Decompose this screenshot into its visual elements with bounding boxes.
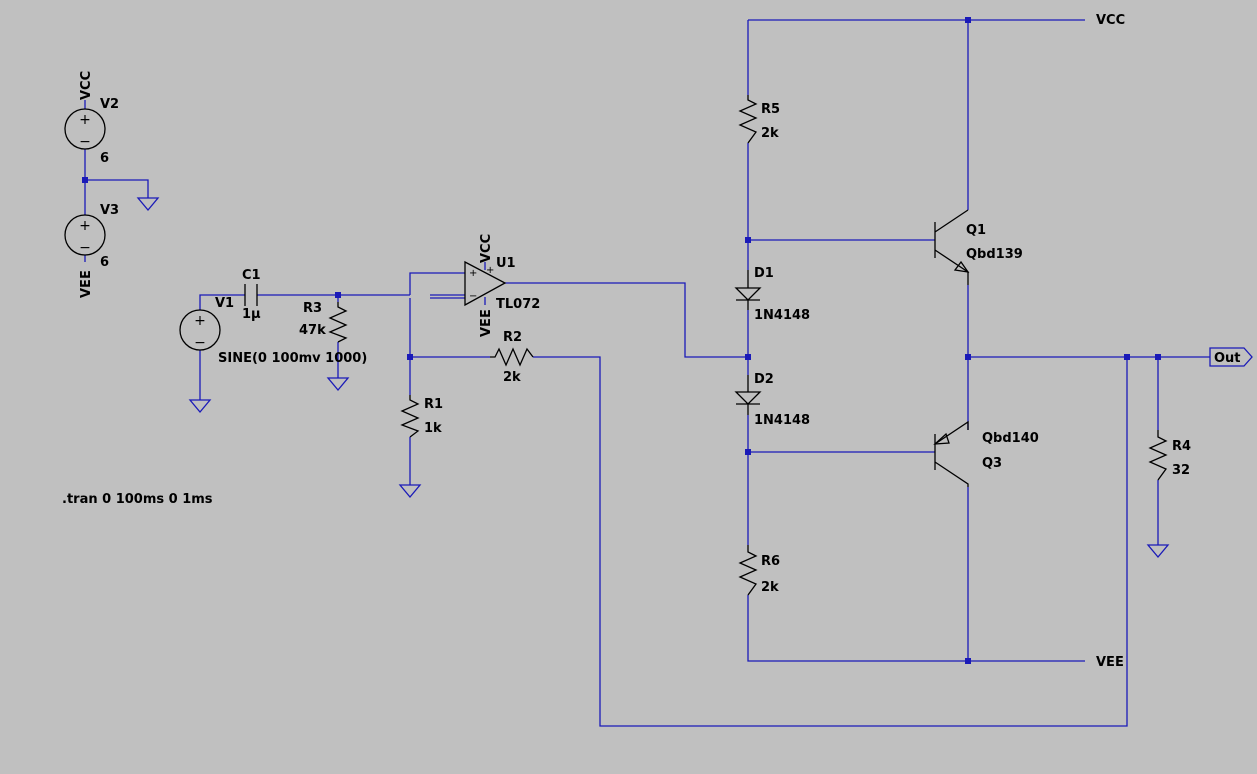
r1-ref: R1 [424, 397, 443, 412]
diode-d2[interactable]: D2 1N4148 [734, 372, 810, 428]
svg-text:+: + [194, 313, 206, 329]
d1-value: 1N4148 [754, 308, 810, 323]
resistor-r6[interactable]: R6 2k [738, 545, 780, 596]
v2-value: 6 [100, 151, 109, 166]
svg-text:+: + [486, 265, 494, 276]
resistor-r4[interactable]: R4 32 [1148, 430, 1191, 481]
transistor-q3[interactable]: Qbd140 Q3 [933, 420, 1039, 487]
r5-value: 2k [761, 126, 779, 141]
d1-ref: D1 [754, 266, 774, 281]
v3-ref: V3 [100, 203, 119, 218]
svg-text:−: − [79, 134, 91, 150]
q1-ref: Q1 [966, 223, 986, 238]
v3-net-label: VEE [79, 270, 94, 298]
v1-ref: V1 [215, 296, 234, 311]
resistor-r5[interactable]: R5 2k [738, 95, 780, 144]
svg-text:+: + [469, 268, 477, 279]
q3-value: Qbd140 [982, 431, 1039, 446]
r4-ref: R4 [1172, 439, 1191, 454]
q1-value: Qbd139 [966, 247, 1023, 262]
v2-ref: V2 [100, 97, 119, 112]
u1-ref: U1 [496, 256, 516, 271]
transistor-q1[interactable]: Q1 Qbd139 [934, 209, 1023, 285]
r3-ref: R3 [303, 301, 322, 316]
svg-text:+: + [79, 218, 91, 234]
c1-ref: C1 [242, 268, 261, 283]
u1-vcc-label: VCC [479, 234, 494, 263]
diode-d1[interactable]: D1 1N4148 [734, 266, 810, 323]
ground-symbols [136, 197, 1170, 559]
r2-ref: R2 [503, 330, 522, 345]
svg-text:−: − [79, 240, 91, 256]
out-port[interactable]: Out [1209, 347, 1253, 367]
opamp-u1[interactable]: − + + U1 TL072 VCC VEE [464, 234, 540, 337]
c1-value: 1µ [242, 307, 261, 322]
r1-value: 1k [424, 421, 442, 436]
vcc-net-label: VCC [1096, 13, 1125, 28]
v3-value: 6 [100, 255, 109, 270]
r6-ref: R6 [761, 554, 780, 569]
net-labels: VCC VEE Out [1096, 13, 1253, 670]
q3-ref: Q3 [982, 456, 1002, 471]
voltage-source-v3[interactable]: + − V3 6 VEE [64, 203, 119, 298]
resistor-r3[interactable]: R3 47k [299, 301, 348, 343]
r6-value: 2k [761, 580, 779, 595]
voltage-source-v1[interactable]: + − V1 SINE(0 100mv 1000) [179, 296, 367, 366]
vee-net-label: VEE [1096, 655, 1124, 670]
resistor-r1[interactable]: R1 1k [400, 395, 443, 438]
junctions [82, 17, 1161, 664]
r5-ref: R5 [761, 102, 780, 117]
wires [84, 19, 1210, 727]
spice-directive[interactable]: .tran 0 100ms 0 1ms [62, 492, 213, 507]
u1-value: TL072 [496, 297, 540, 312]
resistor-r2[interactable]: R2 2k [490, 330, 534, 385]
u1-vee-label: VEE [479, 309, 494, 337]
voltage-source-v2[interactable]: + − V2 6 VCC [64, 71, 119, 166]
r3-value: 47k [299, 323, 326, 338]
v2-net-label: VCC [79, 71, 94, 100]
out-net-label: Out [1214, 351, 1241, 366]
capacitor-c1[interactable]: C1 1µ [242, 268, 261, 322]
d2-ref: D2 [754, 372, 774, 387]
svg-text:−: − [194, 335, 206, 351]
v1-value: SINE(0 100mv 1000) [218, 351, 367, 366]
r2-value: 2k [503, 370, 521, 385]
svg-text:+: + [79, 112, 91, 128]
r4-value: 32 [1172, 463, 1190, 478]
svg-text:−: − [469, 291, 477, 302]
d2-value: 1N4148 [754, 413, 810, 428]
